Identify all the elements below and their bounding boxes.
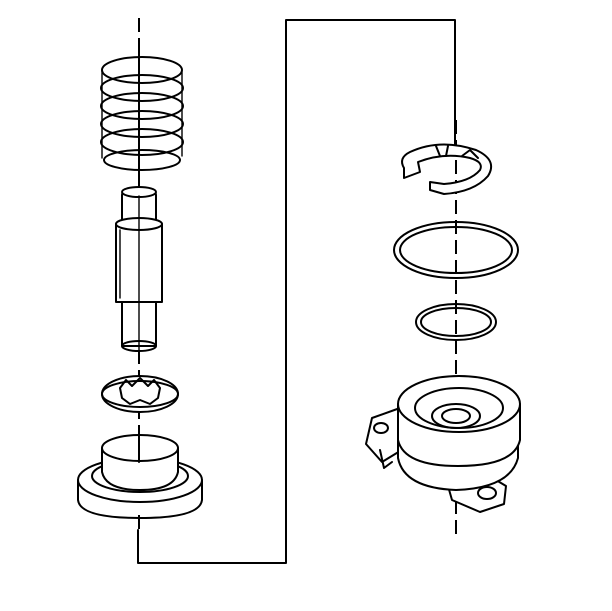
coil-spring <box>100 44 184 181</box>
retaining-clip <box>401 143 492 195</box>
splined-washer <box>101 375 179 413</box>
valve-body-cap <box>77 434 203 532</box>
large-o-ring <box>393 221 519 279</box>
mounting-housing <box>365 375 521 513</box>
small-o-ring <box>415 303 497 341</box>
sequence-bracket-line <box>137 19 456 564</box>
valve-plunger <box>115 186 163 352</box>
